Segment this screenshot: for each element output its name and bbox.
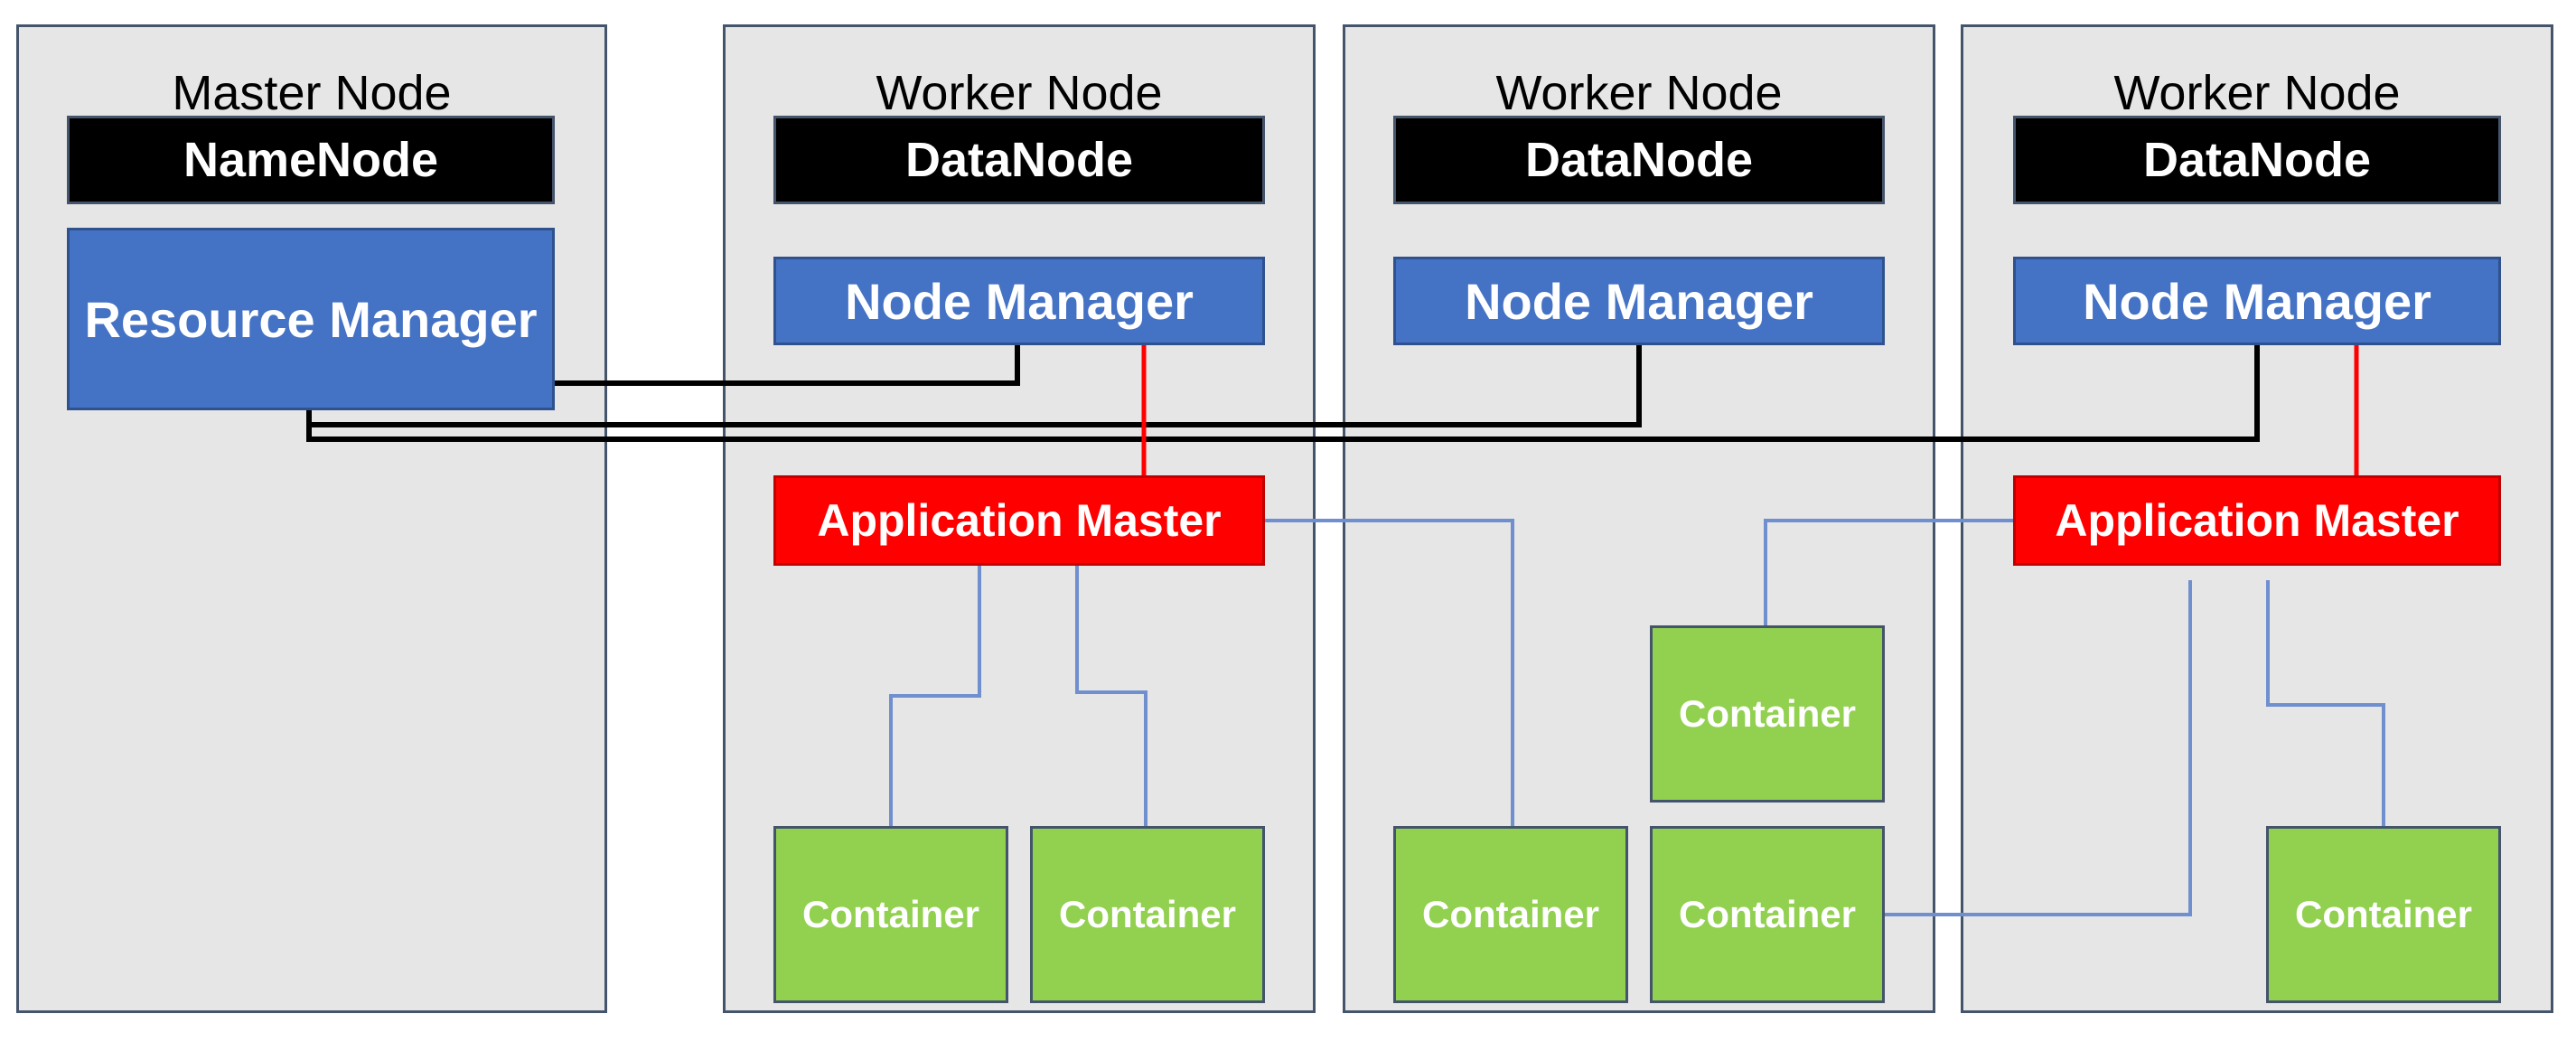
namenode-box: NameNode xyxy=(67,116,555,204)
worker-node-1-title: Worker Node xyxy=(876,66,1163,120)
w1-container-a-box: Container xyxy=(773,826,1008,1003)
am3-to-w3-container-link xyxy=(2266,580,2385,826)
w2-datanode-box: DataNode xyxy=(1393,116,1885,204)
w2-node-manager-box: Node Manager xyxy=(1393,257,1885,345)
rm-to-nm2-link xyxy=(306,343,1642,427)
am3-to-w2-container-top-link xyxy=(1764,519,2013,625)
w1-application-master-box: Application Master xyxy=(773,475,1265,566)
w1-datanode-box: DataNode xyxy=(773,116,1265,204)
w3-datanode-box: DataNode xyxy=(2013,116,2501,204)
w3-node-manager-box: Node Manager xyxy=(2013,257,2501,345)
w2-container-right-box: Container xyxy=(1650,826,1885,1003)
worker-node-2-title: Worker Node xyxy=(1495,66,1783,120)
w1-node-manager-box: Node Manager xyxy=(773,257,1265,345)
am3-to-w2-container-right-link xyxy=(1883,580,2192,916)
w2-container-left-box: Container xyxy=(1393,826,1628,1003)
master-node-title: Master Node xyxy=(172,66,452,120)
w1-container-b-box: Container xyxy=(1030,826,1265,1003)
worker-node-3-title: Worker Node xyxy=(2113,66,2401,120)
am1-to-w2-container-left-link xyxy=(1263,519,1514,826)
w3-container-box: Container xyxy=(2266,826,2501,1003)
resource-manager-box: Resource Manager xyxy=(67,228,555,410)
am1-to-w1-container-b-link xyxy=(1075,566,1147,826)
rm-to-nm1-link xyxy=(555,343,1020,386)
rm-to-nm3-link xyxy=(306,343,2260,442)
w2-container-top-box: Container xyxy=(1650,625,1885,803)
w3-application-master-box: Application Master xyxy=(2013,475,2501,566)
am1-to-w1-container-a-link xyxy=(889,566,981,826)
